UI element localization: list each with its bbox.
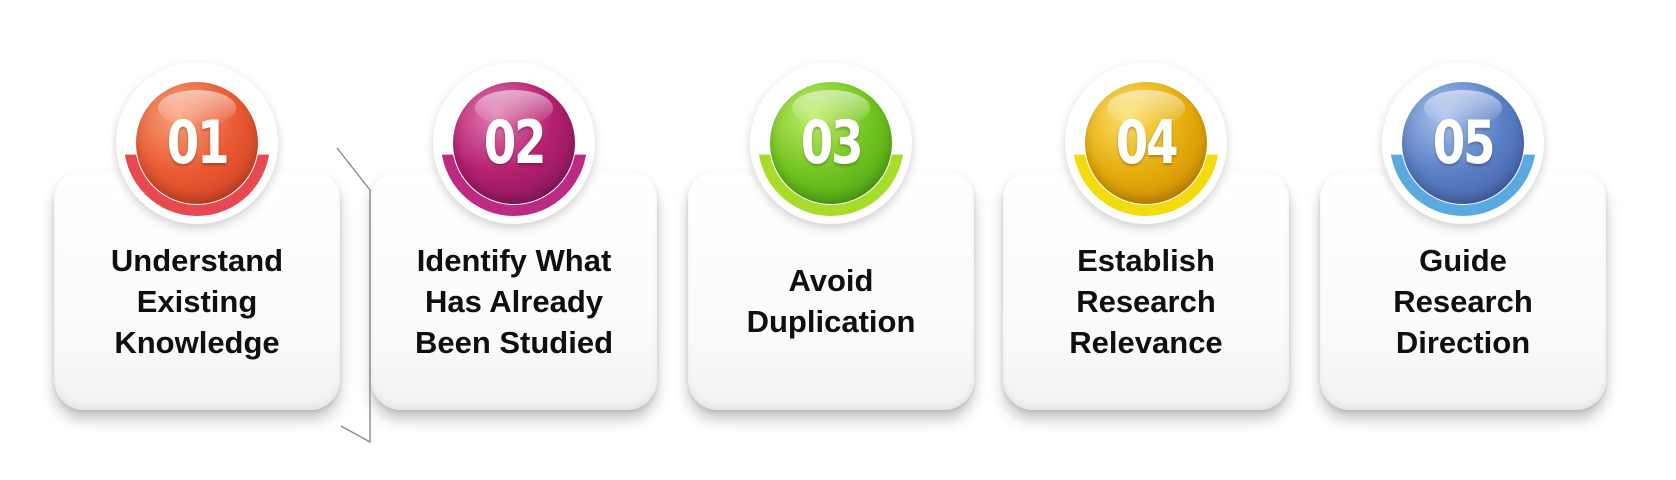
step-5: Guide Research Direction 05 xyxy=(1320,62,1606,422)
number-badge: 01 xyxy=(136,82,258,204)
step-label: Identify What Has Already Been Studied xyxy=(414,242,614,360)
step-label: Establish Research Relevance xyxy=(1069,242,1223,360)
step-label: Understand Existing Knowledge xyxy=(110,242,284,360)
number-badge: 03 xyxy=(770,82,892,204)
number-badge: 04 xyxy=(1085,82,1207,204)
step-label: Avoid Duplication xyxy=(746,263,916,339)
step-label: Guide Research Direction xyxy=(1393,242,1533,360)
step-3: Avoid Duplication 03 xyxy=(688,62,974,422)
step-1: Understand Existing Knowledge 01 xyxy=(54,62,340,422)
step-card: Identify What Has Already Been Studied xyxy=(371,158,657,410)
number-badge: 02 xyxy=(453,82,575,204)
step-2: Identify What Has Already Been Studied 0… xyxy=(371,62,657,422)
step-4: Establish Research Relevance 04 xyxy=(1003,62,1289,422)
number-badge: 05 xyxy=(1402,82,1524,204)
